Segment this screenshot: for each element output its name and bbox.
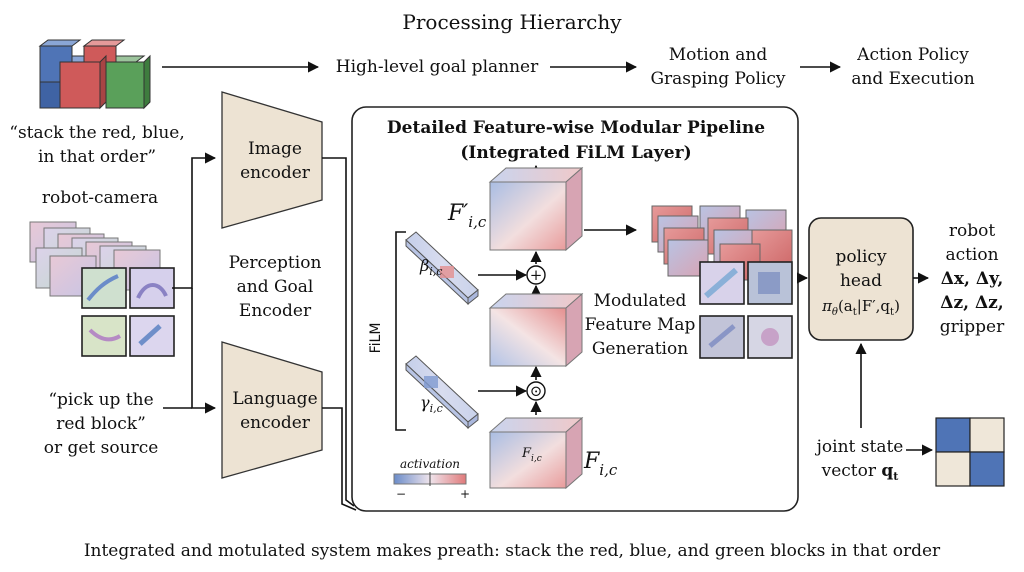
modulated-label-line2: Feature Map [585,315,696,335]
multiply-operator [526,381,546,401]
robot-camera-label: robot-camera [42,188,158,208]
f-label: Fi,c [583,449,618,479]
image-encoder-label-line1: Image [248,139,302,159]
instruction-quote-line2: in that order” [38,147,156,167]
motion-label-line2: Grasping Policy [650,69,785,89]
language-encoder [221,341,323,479]
block-stack-icon [38,39,151,110]
language-encoder-output-line [322,407,357,511]
perception-label-line1: Perception [229,253,322,273]
action-line1: robot [949,221,995,241]
modulated-label-line3: Generation [592,339,688,359]
language-encoder-label-line1: Language [232,389,317,409]
f-prime-label: F′i,c [447,201,487,231]
policy-formula: πθ(at|F′,qt) [821,297,900,318]
feature-map-stack [651,205,793,359]
instruction-quote-line1: “stack the red, blue, [9,123,184,143]
gamma-label: γi,c [420,393,443,415]
add-operator [526,265,546,285]
camera-to-image-encoder-arrow [172,152,217,289]
multiply-symbol: ⊙ [530,382,543,400]
joint-line2: vector qt [821,461,900,483]
pipeline-title-line2: (Integrated FiLM Layer) [460,143,691,163]
policy-head-line1: policy [835,247,887,267]
title: Processing Hierarchy [402,10,622,34]
film-label: FiLM [368,323,384,354]
pickup-quote-line1: “pick up the [48,390,153,410]
motion-label-line1: Motion and [669,45,768,65]
image-encoder-output-line [322,157,355,507]
activation-label: activation [400,457,460,471]
film-bracket [395,231,406,431]
perception-label-line2: and Goal [237,277,314,297]
action-policy-line2: and Execution [851,69,974,89]
activation-max: + [460,487,470,501]
pickup-quote-line3: or get source [44,438,159,458]
action-line3: Δx, Δy, [941,269,1004,289]
image-encoder [221,91,323,229]
joint-line1: joint state [815,437,904,457]
add-symbol: + [530,266,543,284]
policy-head-box [808,217,914,341]
action-line4: Δz, Δz, [940,293,1003,313]
action-line2: action [945,245,998,265]
camera-frames [29,221,175,357]
image-encoder-label-line2: encoder [240,163,311,183]
beta-vector [405,231,479,306]
f-inner-label: Fi,c [521,446,542,464]
pickup-quote-line2: red block” [56,414,146,434]
action-policy-line1: Action Policy [856,45,969,65]
beta-label: βi,c [419,256,442,278]
language-encoder-label-line2: encoder [240,413,311,433]
action-line5: gripper [940,317,1005,337]
policy-head-line2: head [840,271,882,291]
caption: Integrated and motulated system makes pr… [84,541,941,561]
perception-label-line3: Encoder [239,301,312,321]
gamma-vector [405,355,479,430]
modulated-cube [488,292,584,368]
modulated-label-line1: Modulated [594,291,687,311]
pipeline-title-line1: Detailed Feature-wise Modular Pipeline [387,118,765,138]
f-prime-cube [488,166,584,252]
joint-state-grid [935,417,1005,487]
f-cube [488,416,584,490]
planner-label: High-level goal planner [336,57,539,77]
activation-min: − [396,487,406,501]
camera-to-language-encoder-arrow [191,288,217,414]
